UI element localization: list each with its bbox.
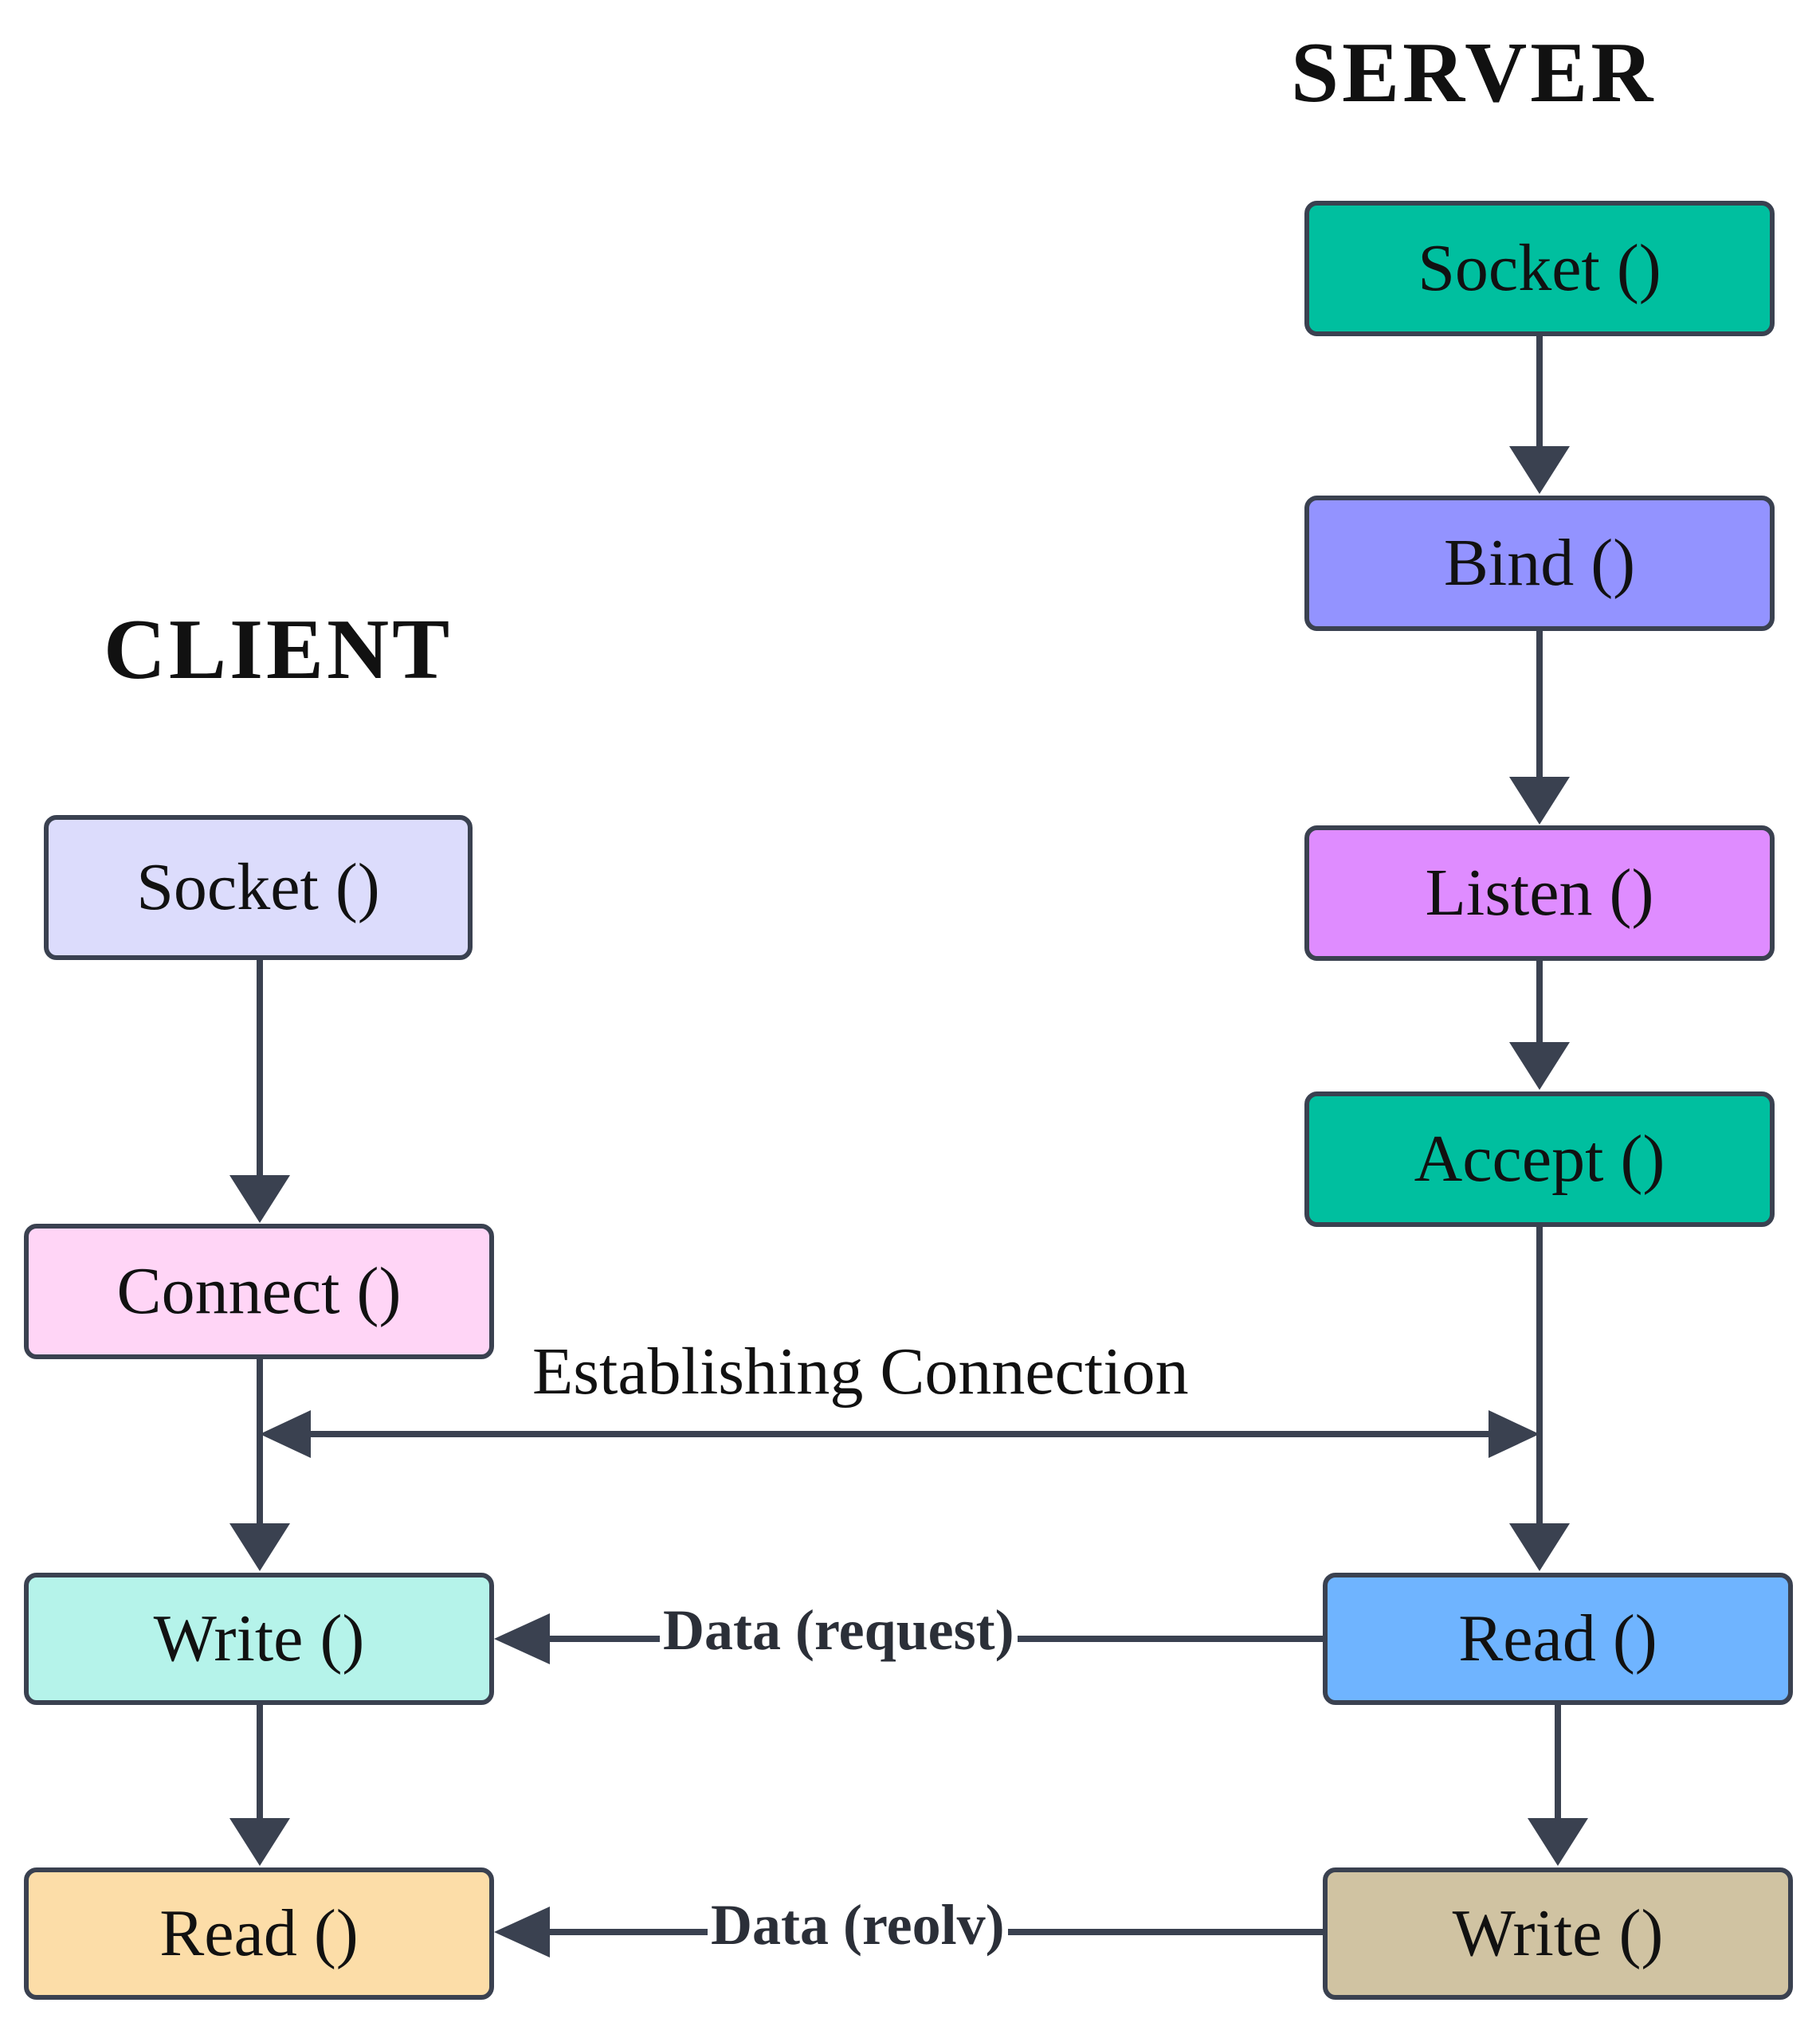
arrowhead-data-request	[494, 1613, 550, 1664]
arrowhead-client-connect	[229, 1175, 290, 1223]
client-connect-node: Connect ()	[24, 1224, 494, 1359]
arrowhead-client-write	[229, 1523, 290, 1571]
arrowhead-data-reply	[494, 1907, 550, 1958]
server-socket-node: Socket ()	[1304, 201, 1775, 336]
server-accept-node: Accept ()	[1304, 1091, 1775, 1227]
server-write-node: Write ()	[1323, 1867, 1793, 2000]
client-heading: CLIENT	[104, 602, 453, 697]
establishing-connection-label: Establishing Connection	[532, 1334, 1189, 1409]
client-write-node: Write ()	[24, 1573, 494, 1705]
server-listen-node: Listen ()	[1304, 825, 1775, 961]
arrowhead-server-bind	[1509, 446, 1570, 494]
server-heading: SERVER	[1291, 25, 1657, 120]
arrowhead-establishing-right	[1489, 1410, 1540, 1458]
arrowhead-server-read	[1509, 1523, 1570, 1571]
server-read-node: Read ()	[1323, 1573, 1793, 1705]
data-request-label: Data (request)	[660, 1601, 1018, 1659]
server-bind-node: Bind ()	[1304, 496, 1775, 631]
client-socket-node: Socket ()	[44, 815, 473, 960]
arrowhead-establishing-left	[260, 1410, 311, 1458]
arrowhead-client-read	[229, 1818, 290, 1866]
client-read-node: Read ()	[24, 1867, 494, 2000]
arrowhead-server-listen	[1509, 777, 1570, 825]
data-reply-label: Data (reolv)	[708, 1896, 1008, 1954]
arrowhead-server-accept	[1509, 1042, 1570, 1090]
arrowhead-server-write	[1528, 1818, 1588, 1866]
